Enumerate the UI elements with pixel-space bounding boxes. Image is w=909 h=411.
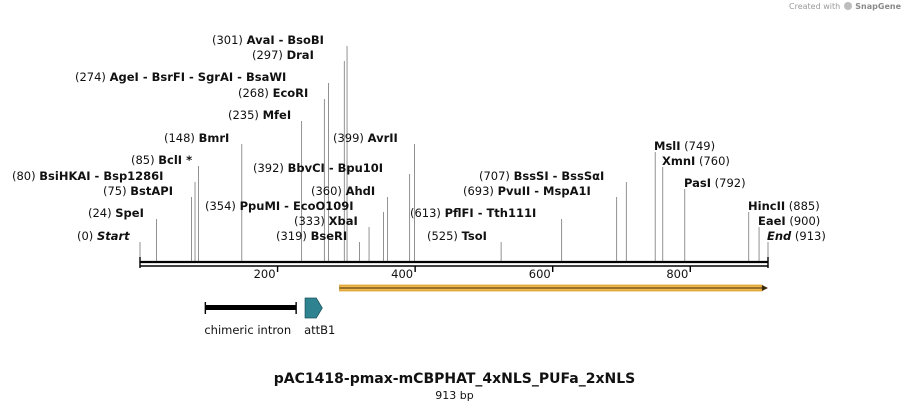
site-label: (268) EcoRI (238, 86, 308, 100)
site-label: (613) PflFI - Tth111I (410, 206, 536, 220)
snapgene-logo-icon (843, 2, 852, 10)
site-label: (399) AvrII (333, 131, 398, 145)
site-label: (274) AgeI - BsrFI - SgrAI - BsaWI (75, 70, 286, 84)
credit-brand: SnapGene (855, 2, 901, 11)
site-label: (360) AhdI (311, 184, 375, 198)
orf-feature-arrowhead (762, 285, 768, 291)
site-label: (333) XbaI (294, 214, 358, 228)
site-label: EaeI (900) (758, 214, 820, 228)
site-label: MslI (749) (654, 139, 715, 153)
site-label: (235) MfeI (228, 108, 291, 122)
site-label: (707) BssSI - BssSαI (479, 169, 604, 183)
credit-prefix: Created with (789, 2, 841, 11)
sequence-map: (24) SpeI (75) BstAPI(80) BsiHKAI - Bsp12… (12, 33, 826, 337)
site-label: PasI (792) (684, 176, 746, 190)
site-label: (319) BseRI (276, 229, 347, 243)
site-label: XmnI (760) (662, 154, 730, 168)
site-label: (148) BmrI (164, 131, 229, 145)
axis-tick-label: 800 (666, 267, 688, 281)
site-label: (297) DraI (252, 48, 314, 62)
axis-tick-label: 600 (529, 267, 551, 281)
site-label: (301) AvaI - BsoBI (212, 33, 324, 47)
site-label: (24) SpeI (88, 206, 144, 220)
axis-tick-label: 200 (254, 267, 276, 281)
snapgene-credit: Created with SnapGene (789, 2, 901, 11)
site-label: (392) BbvCI - Bpu10I (253, 161, 383, 175)
site-label: (693) PvuII - MspA1I (463, 184, 591, 198)
site-label: (80) BsiHKAI - Bsp1286I (12, 169, 163, 183)
plasmid-length: 913 bp (435, 389, 474, 402)
attb1-feature-arrow (304, 297, 323, 319)
site-label: (85) BclI * (131, 153, 192, 167)
axis-tick-label: 400 (391, 267, 413, 281)
intron-feature-bar (205, 305, 297, 310)
end-label: End (913) (767, 229, 826, 243)
feature-label-chimeric-intron: chimeric intron (204, 323, 291, 337)
start-label: (0) Start (77, 229, 130, 243)
plasmid-title: pAC1418-pmax-mCBPHAT_4xNLS_PUFa_2xNLS (273, 371, 636, 387)
site-label: (354) PpuMI - EcoO109I (205, 199, 354, 213)
site-label: (75) BstAPI (103, 184, 173, 198)
feature-label-attb1: attB1 (304, 323, 335, 337)
site-label: (525) TsoI (427, 229, 487, 243)
site-label: HincII (885) (748, 199, 820, 213)
